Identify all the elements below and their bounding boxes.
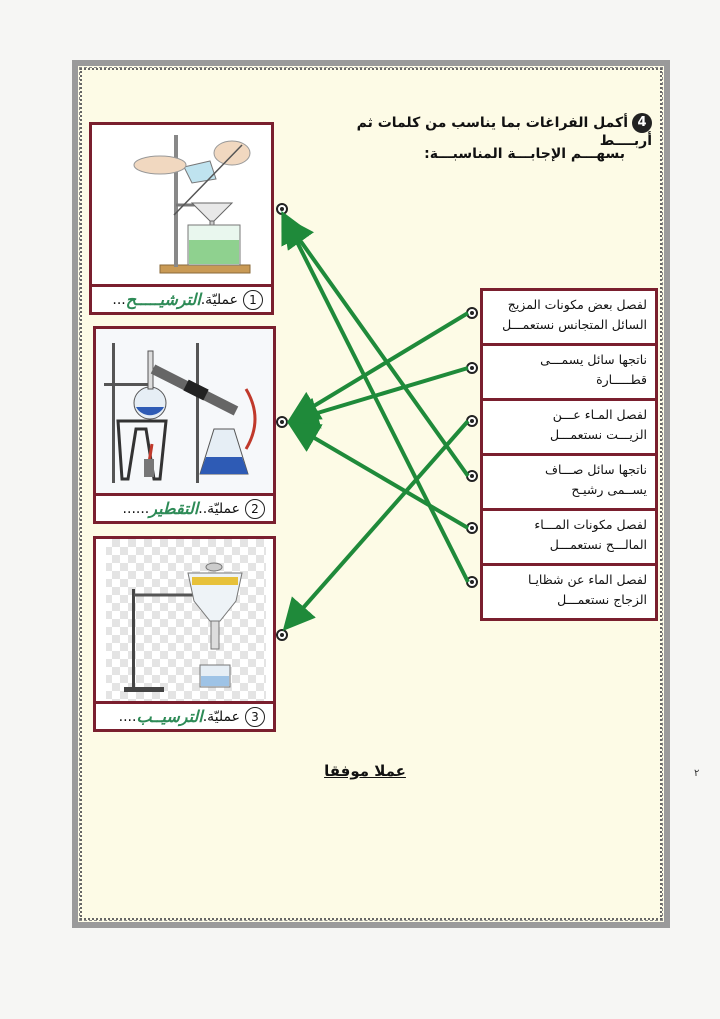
process-answer-2: التقطير xyxy=(149,499,199,518)
process-answer-1: الترشيـــــح xyxy=(125,290,201,309)
connector-dot-statement-3[interactable] xyxy=(466,415,478,427)
process-number-3: 3 xyxy=(245,706,265,727)
process-prefix-2: عمليّة.. xyxy=(198,500,240,517)
process-number-1: 1 xyxy=(243,289,263,310)
filtration-illustration xyxy=(92,125,271,285)
distillation-caption: 2 عمليّة.. التقطير ...... xyxy=(96,493,273,521)
connector-dot-statement-1[interactable] xyxy=(466,307,478,319)
connector-dot-filtration[interactable] xyxy=(276,203,288,215)
decantation-box: 3 عمليّة. الترسيــب .... xyxy=(93,536,276,732)
process-suffix-2: ...... xyxy=(122,500,150,517)
question-line-1: 4أكمل الفراغات بما يناسب من كلمات ثم أرب… xyxy=(300,113,652,149)
decantation-caption: 3 عمليّة. الترسيــب .... xyxy=(96,701,273,729)
connector-dot-statement-4[interactable] xyxy=(466,470,478,482)
connector-dot-statement-2[interactable] xyxy=(466,362,478,374)
page-number: ٢ xyxy=(694,768,700,779)
question-line-2: بسهـــم الإجابـــة المناسبـــة: xyxy=(424,146,625,162)
question-text-1: أكمل الفراغات بما يناسب من كلمات ثم أربـ… xyxy=(356,115,652,149)
connector-dot-statement-5[interactable] xyxy=(466,522,478,534)
process-number-2: 2 xyxy=(245,498,265,519)
decantation-image xyxy=(106,539,266,702)
filtration-box: 1 عمليّة. الترشيـــــح ... xyxy=(89,122,274,315)
distillation-illustration xyxy=(96,329,273,494)
process-answer-3: الترسيــب xyxy=(136,707,203,726)
process-prefix-1: عمليّة. xyxy=(200,291,238,308)
process-suffix-1: ... xyxy=(112,291,126,308)
closing-note: عملا موفقا xyxy=(324,762,406,780)
connector-dot-statement-6[interactable] xyxy=(466,576,478,588)
distillation-box: 2 عمليّة.. التقطير ...... xyxy=(93,326,276,524)
decantation-illustration xyxy=(96,539,273,702)
filtration-caption: 1 عمليّة. الترشيـــــح ... xyxy=(92,284,271,312)
process-prefix-3: عمليّة. xyxy=(202,708,240,725)
filtration-image xyxy=(92,125,271,285)
connector-dot-decantation[interactable] xyxy=(276,629,288,641)
connector-dot-distillation[interactable] xyxy=(276,416,288,428)
question-number: 4 xyxy=(632,113,652,133)
distillation-image xyxy=(96,329,273,494)
process-suffix-3: .... xyxy=(118,708,137,725)
